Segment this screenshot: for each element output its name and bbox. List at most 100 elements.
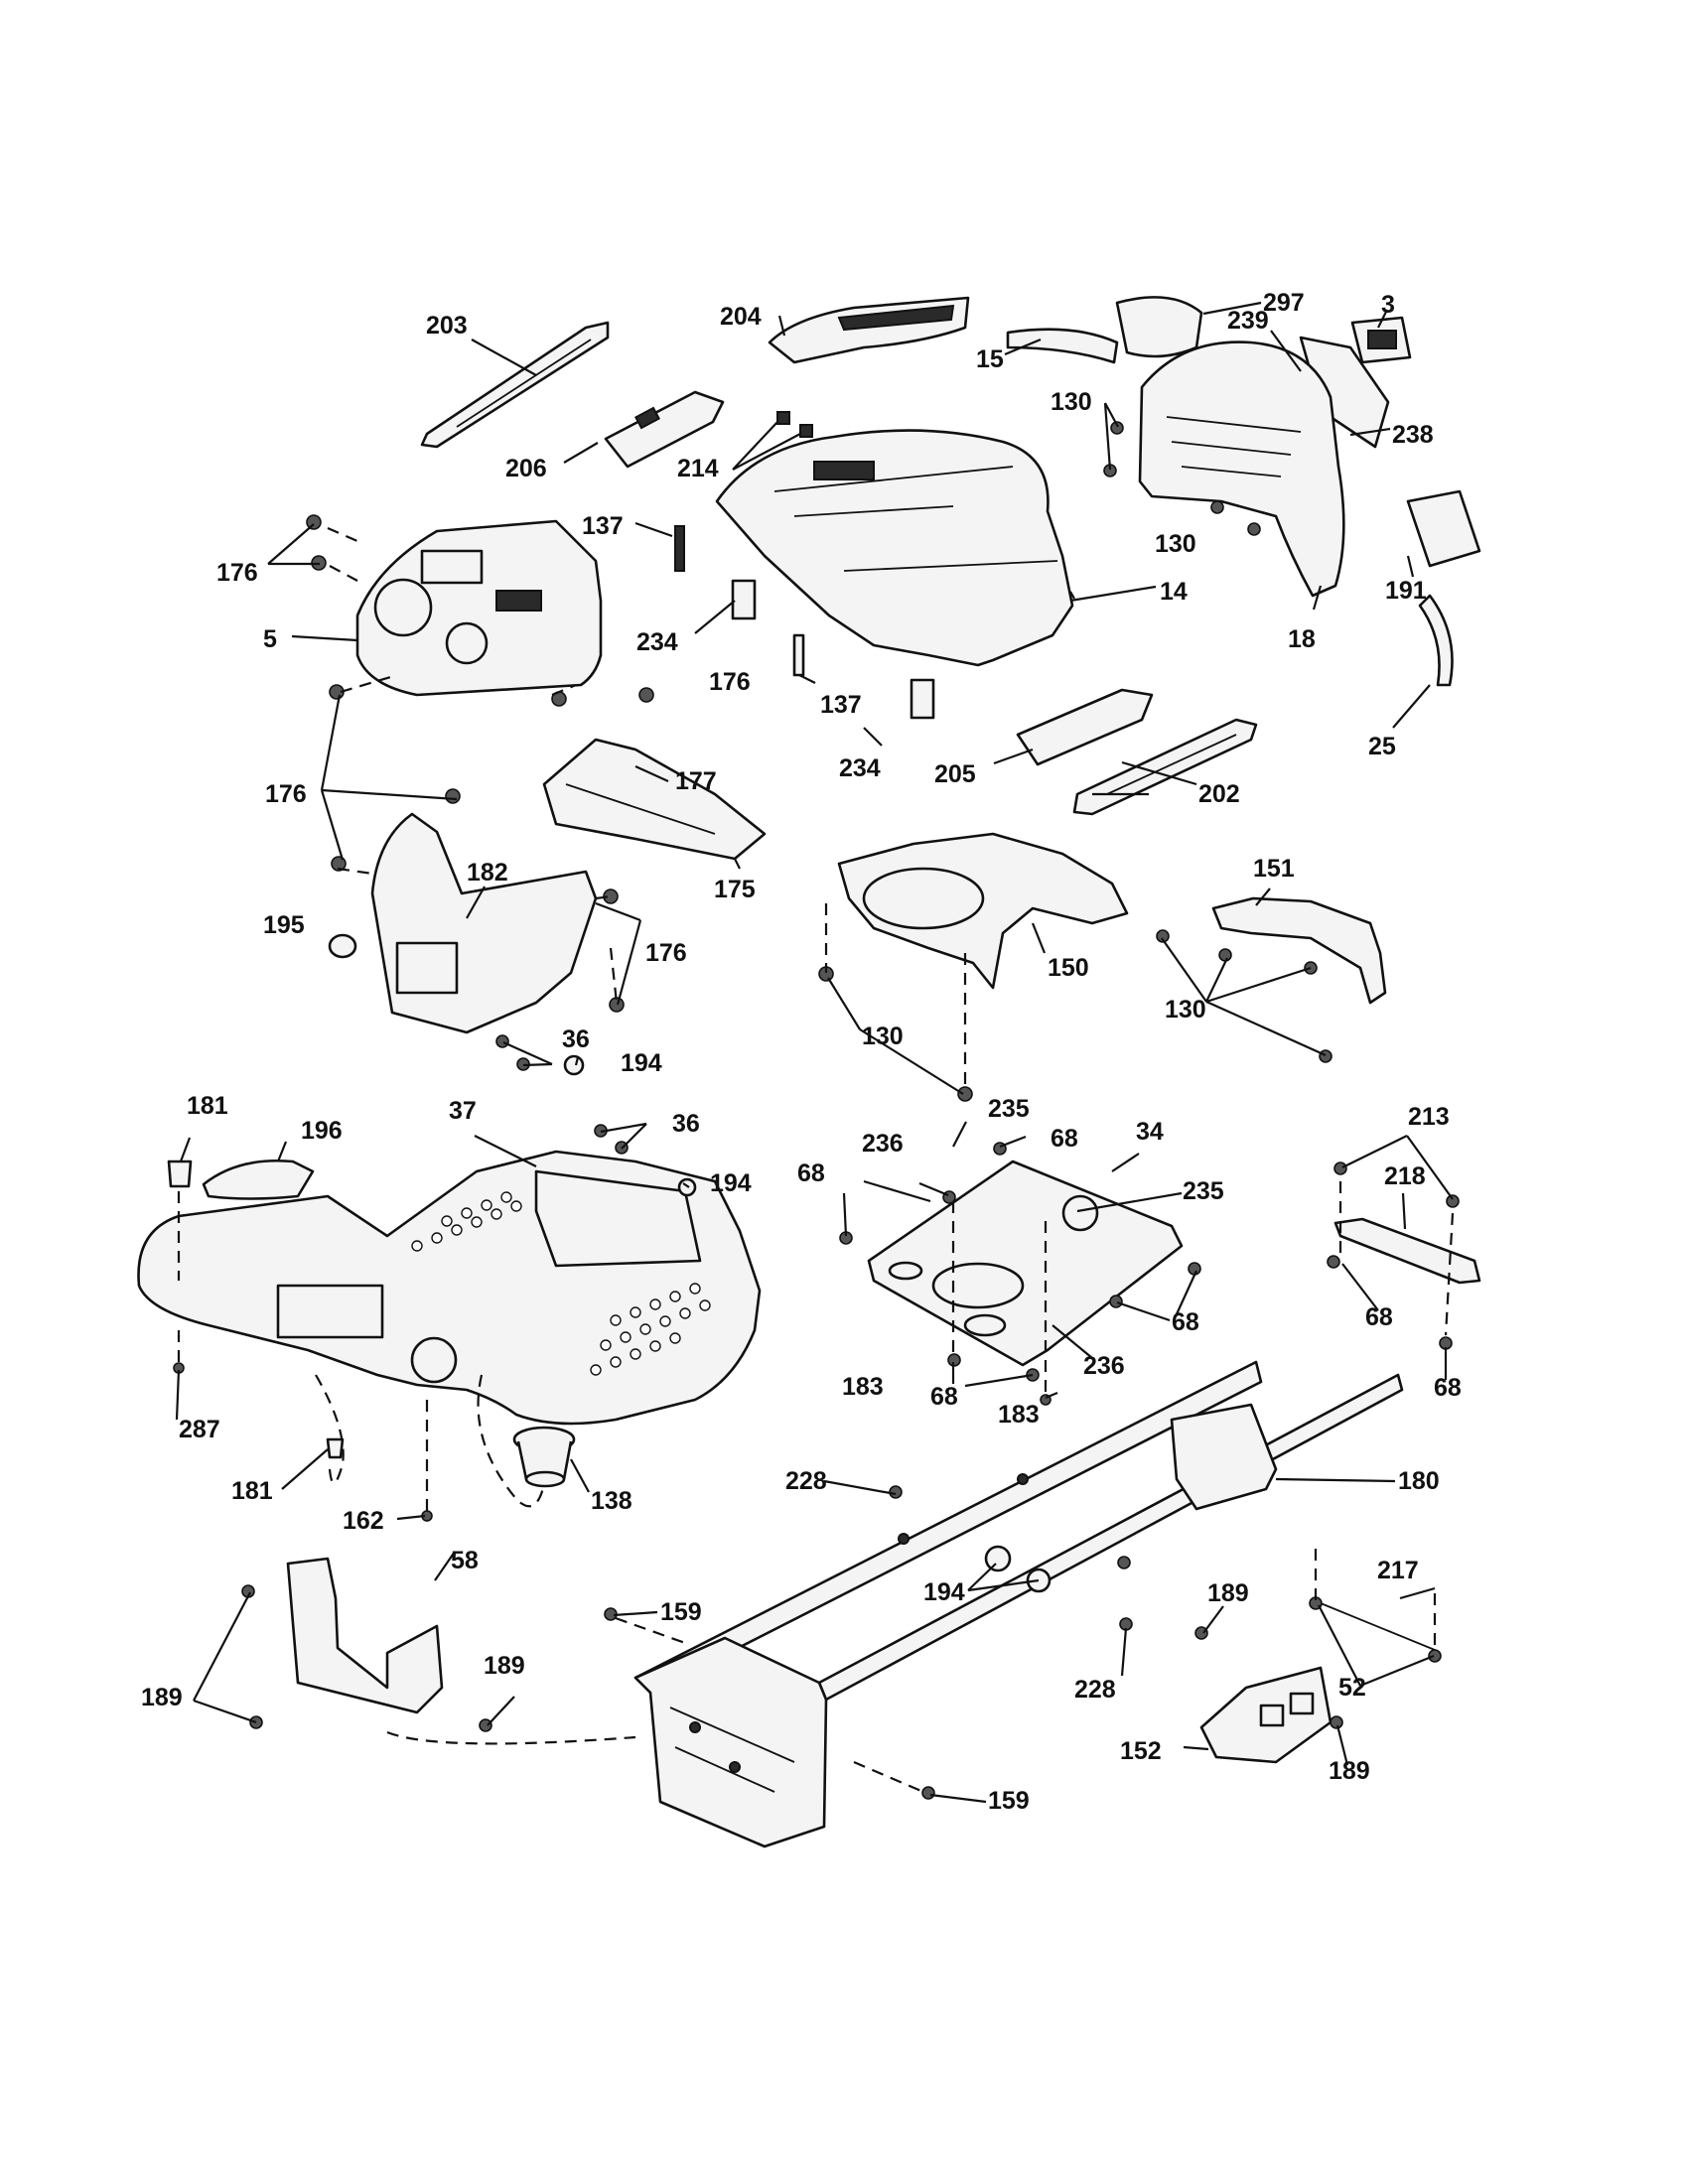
- callout-194-mid: 194: [710, 1169, 752, 1197]
- part-204-hood-vent-cover: [768, 296, 970, 364]
- part-297-bumper-pad: [1115, 296, 1203, 358]
- part-203-grille-insert-left: [420, 321, 610, 449]
- callout-25: 25: [1368, 733, 1396, 760]
- callout-180: 180: [1398, 1467, 1440, 1495]
- callout-177: 177: [675, 767, 717, 795]
- part-206-grille-insert: [604, 390, 725, 469]
- part-137-pin: [674, 525, 805, 677]
- callout-236-top: 236: [862, 1130, 904, 1158]
- callout-159-bottom: 159: [988, 1787, 1030, 1815]
- callout-36-top: 36: [562, 1025, 590, 1053]
- callout-162: 162: [343, 1507, 384, 1535]
- callout-228-top: 228: [785, 1467, 827, 1495]
- part-15-trim-strip: [1006, 328, 1119, 364]
- part-217-rod: [1320, 1602, 1436, 1651]
- part-34-mounting-plate: [867, 1160, 1184, 1367]
- callout-68-mid-right: 68: [1172, 1308, 1199, 1336]
- part-37-fender: [137, 1150, 762, 1426]
- callout-152: 152: [1120, 1737, 1162, 1765]
- part-214-clips: [776, 411, 813, 438]
- callout-205: 205: [934, 760, 976, 788]
- callout-159-top: 159: [660, 1598, 702, 1626]
- callout-52: 52: [1338, 1674, 1366, 1702]
- callout-3: 3: [1381, 291, 1395, 319]
- part-5-dash-panel: [355, 519, 603, 697]
- part-218-bracket: [1333, 1217, 1481, 1285]
- part-205-grille-insert: [1016, 688, 1154, 766]
- callout-5: 5: [263, 625, 277, 653]
- callout-239: 239: [1227, 307, 1269, 335]
- callout-176-lower: 176: [645, 939, 687, 967]
- callout-137-top: 137: [582, 512, 624, 540]
- callout-15: 15: [976, 345, 1004, 373]
- callout-68-right-lower: 68: [1434, 1374, 1462, 1402]
- callout-196: 196: [301, 1117, 343, 1145]
- callout-68-right-upper: 68: [1365, 1303, 1393, 1331]
- callout-206: 206: [505, 455, 547, 482]
- part-58-bracket: [286, 1557, 444, 1714]
- part-175-bracket: [542, 738, 767, 861]
- callout-235-top: 235: [988, 1095, 1030, 1123]
- callout-68-bottom: 68: [930, 1383, 958, 1411]
- callout-68-left: 68: [797, 1160, 825, 1187]
- callout-138: 138: [591, 1487, 632, 1515]
- part-150-shroud: [837, 832, 1129, 990]
- fender-vent-grid: [411, 1191, 711, 1376]
- part-138-boot: [512, 1426, 576, 1488]
- callout-150: 150: [1048, 954, 1089, 982]
- callout-218: 218: [1384, 1162, 1426, 1190]
- part-195-plug: [328, 933, 357, 959]
- part-25-trim-strip: [1418, 594, 1454, 687]
- callout-37: 37: [449, 1097, 477, 1125]
- callout-195: 195: [263, 911, 305, 939]
- callout-36-mid: 36: [672, 1110, 700, 1138]
- part-180-frame: [633, 1360, 1404, 1848]
- callout-130-bottom-right: 130: [1165, 996, 1206, 1024]
- callout-183-right: 183: [998, 1401, 1040, 1429]
- callout-297: 297: [1263, 289, 1305, 317]
- callout-287: 287: [179, 1416, 220, 1443]
- part-202-grille-insert: [1072, 718, 1258, 816]
- callout-181-bottom: 181: [231, 1477, 273, 1505]
- callout-68-top: 68: [1051, 1125, 1078, 1153]
- callout-58: 58: [451, 1547, 479, 1574]
- part-152-shield: [1199, 1666, 1333, 1764]
- callout-228-bottom: 228: [1074, 1676, 1116, 1704]
- callout-189-mid: 189: [484, 1652, 525, 1680]
- part-196-pedal-pad: [202, 1160, 315, 1200]
- callout-151: 151: [1253, 855, 1295, 883]
- callout-189-bottom-right: 189: [1329, 1757, 1370, 1785]
- callout-176-top: 176: [216, 559, 258, 587]
- fasteners: [173, 421, 1460, 1800]
- part-18-side-panel: [1138, 341, 1345, 598]
- callout-236-bottom: 236: [1083, 1352, 1125, 1380]
- callout-217: 217: [1377, 1557, 1419, 1584]
- part-151-bracket: [1211, 896, 1387, 1005]
- part-182-lower-dash-housing: [370, 812, 598, 1034]
- part-234-plate: [731, 579, 935, 720]
- part-191-bumper-pad: [1406, 489, 1481, 568]
- part-194-nut: [563, 1054, 1052, 1593]
- callout-202: 202: [1198, 780, 1240, 808]
- callout-235-mid: 235: [1183, 1177, 1224, 1205]
- callout-189-top-right: 189: [1207, 1579, 1249, 1607]
- callout-183-left: 183: [842, 1373, 884, 1401]
- callout-181-top: 181: [187, 1092, 228, 1120]
- callout-214: 214: [677, 455, 719, 482]
- callout-130-right: 130: [1155, 530, 1196, 558]
- callout-176-right: 176: [709, 668, 751, 696]
- leader-lines: [175, 301, 1454, 1804]
- callout-234-left: 234: [636, 628, 678, 656]
- assembly-lines: [177, 526, 1455, 1794]
- callout-130-bottom: 130: [862, 1023, 904, 1050]
- callout-182: 182: [467, 859, 508, 887]
- callout-18: 18: [1288, 625, 1316, 653]
- callout-130-top: 130: [1051, 388, 1092, 416]
- callout-204: 204: [720, 303, 762, 331]
- callout-213: 213: [1408, 1103, 1450, 1131]
- callout-203: 203: [426, 312, 468, 340]
- part-14-hood: [715, 429, 1074, 667]
- callout-194-top: 194: [621, 1049, 662, 1077]
- callout-137-mid: 137: [820, 691, 862, 719]
